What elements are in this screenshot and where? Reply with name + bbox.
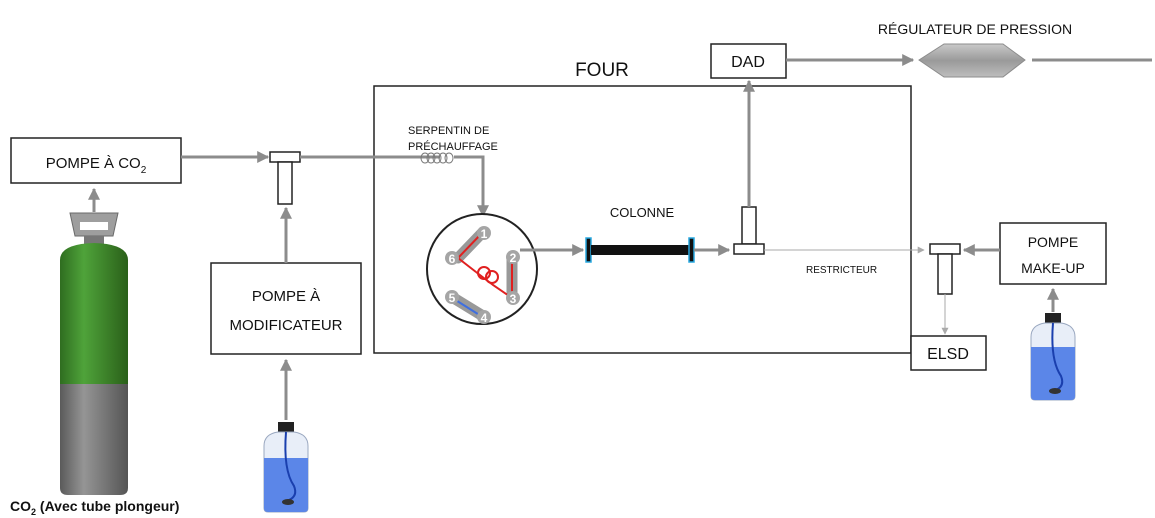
valve-port-2: 2 (510, 251, 517, 265)
valve-port-6: 6 (449, 252, 456, 266)
pressure-regulator-label: RÉGULATEUR DE PRESSION (878, 21, 1072, 37)
preheat-to-valve-line (454, 155, 489, 218)
cylinder-caption: CO2 (Avec tube plongeur) (10, 498, 179, 517)
elsd-box (910, 335, 987, 371)
makeup-bottle-icon (1030, 313, 1076, 401)
preheat-coil-icon (420, 152, 454, 164)
modifier-pump-label-2: MODIFICATEUR (229, 317, 342, 334)
makeup-pump-label-1: POMPE (1028, 234, 1079, 250)
injection-valve (426, 213, 538, 325)
elsd-label: ELSD (927, 346, 969, 363)
co2-pump-box (10, 137, 182, 184)
valve-port-3: 3 (510, 292, 517, 306)
dad-box (710, 43, 787, 79)
valve-port-1: 1 (481, 227, 488, 241)
valve-port-4: 4 (481, 311, 488, 325)
column-label: COLONNE (610, 205, 675, 220)
preheat-label-1: SERPENTIN DE (408, 125, 489, 137)
column-icon (585, 237, 695, 263)
modifier-pump-label-1: POMPE À (252, 288, 320, 305)
restrictor-label: RESTRICTEUR (806, 265, 877, 276)
dad-label: DAD (731, 54, 765, 71)
preheat-label-2: PRÉCHAUFFAGE (408, 140, 498, 153)
co2-cylinder-icon (60, 212, 128, 495)
makeup-pump-label-2: MAKE-UP (1021, 260, 1085, 276)
makeup-pump-box (999, 222, 1107, 285)
split-tee (733, 206, 765, 255)
co2-pump-label: POMPE À CO2 (46, 155, 147, 176)
pressure-regulator-icon (918, 43, 1026, 78)
oven-label: FOUR (575, 60, 629, 81)
makeup-tee (929, 243, 961, 295)
modifier-bottle-icon (263, 422, 309, 513)
modifier-pump-box (210, 262, 362, 355)
mixing-tee (269, 151, 301, 205)
valve-port-5: 5 (449, 291, 456, 305)
